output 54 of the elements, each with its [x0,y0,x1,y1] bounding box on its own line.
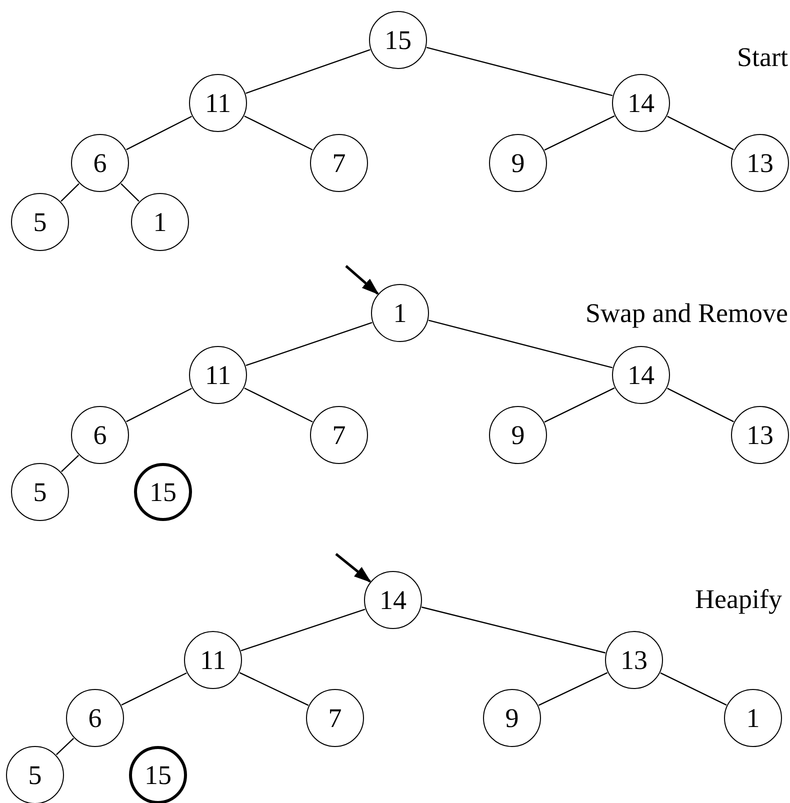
tree-edge [126,388,192,422]
heap-node: 1 [131,193,189,251]
tree-edge [421,606,606,654]
arrow [335,553,372,583]
tree-edge [667,116,734,150]
heap-node: 14 [612,74,670,132]
heap-node: 14 [364,571,422,629]
removed-heap-node: 15 [129,746,187,803]
heap-node: 1 [371,284,429,342]
tree-edge [244,388,313,422]
step-label: Swap and Remove [586,297,788,330]
tree-edge [240,608,366,652]
heap-node: 11 [184,631,242,689]
heap-node: 5 [6,746,64,803]
heap-node: 11 [189,346,247,404]
removed-heap-node: 15 [134,463,192,521]
heap-node: 6 [66,689,124,747]
heap-node: 5 [11,463,69,521]
heap-node: 1 [724,689,782,747]
heap-node: 13 [605,631,663,689]
heap-node: 7 [310,406,368,464]
tree-edge [60,454,80,472]
tree-edge [121,672,187,706]
heap-node: 9 [489,134,547,192]
heap-node: 13 [731,134,789,192]
tree-edge [667,388,734,422]
heap-node: 15 [369,11,427,69]
tree-edge [428,320,613,368]
tree-edge [244,116,313,150]
tree-edge [246,49,370,94]
heap-node: 14 [612,346,670,404]
heap-node: 6 [71,406,129,464]
step-label: Heapify [695,583,782,616]
tree-edge [538,672,608,706]
tree-edge [660,672,727,706]
heap-node: 7 [310,134,368,192]
heap-node: 9 [483,689,541,747]
tree-edge [56,738,74,756]
tree-edge [60,183,80,202]
step-label: Start [737,41,788,74]
tree-edge [426,46,613,96]
arrow [345,265,380,295]
tree-edge [126,116,192,150]
heap-node: 9 [489,406,547,464]
tree-edge [246,322,372,366]
tree-edge [120,183,140,202]
tree-edge [239,672,309,706]
heap-node: 11 [189,74,247,132]
heap-node: 13 [731,406,789,464]
heap-node: 7 [306,689,364,747]
tree-edge [544,387,615,423]
heap-node: 5 [11,193,69,251]
tree-edge [544,115,615,151]
heap-node: 6 [71,134,129,192]
